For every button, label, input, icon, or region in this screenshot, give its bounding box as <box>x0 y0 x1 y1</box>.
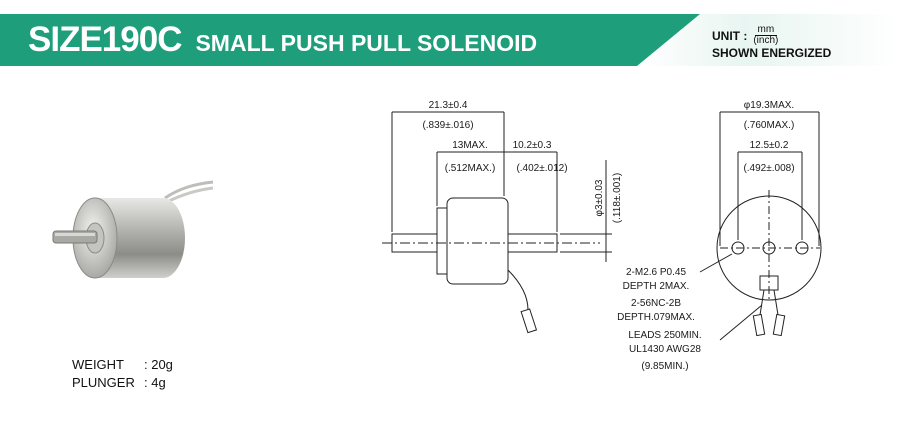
spec-key: PLUNGER <box>72 375 135 390</box>
spec-list: WEIGHT : 20g PLUNGER : 4g <box>72 356 173 392</box>
note-leads-1: LEADS 250MIN. <box>628 330 701 341</box>
side-lead-terminal <box>520 308 538 334</box>
side-body <box>446 197 509 285</box>
unit-fraction: mm (inch) <box>753 25 778 46</box>
dim-shaft-inch: (.118±.001) <box>612 173 623 223</box>
shown-energized-label: SHOWN ENERGIZED <box>712 46 832 60</box>
note-thread-2: DEPTH 2MAX. <box>623 281 690 292</box>
solenoid-photo <box>52 180 214 279</box>
spec-row-plunger: PLUNGER : 4g <box>72 374 173 392</box>
dim-stroke: 10.2±0.3 <box>513 140 552 151</box>
spec-value: : 20g <box>144 357 173 372</box>
note-leads-3: (9.85MIN.) <box>641 361 688 372</box>
unit-label: UNIT : <box>712 28 748 43</box>
leads-leader <box>719 304 763 341</box>
spec-key: WEIGHT <box>72 357 124 372</box>
dim-diameter: φ19.3MAX. <box>744 100 794 111</box>
note-leads-2: UL1430 AWG28 <box>629 344 701 355</box>
unit-mm: mm <box>754 25 778 36</box>
unit-legend: UNIT : mm (inch) SHOWN ENERGIZED <box>712 25 892 61</box>
dim-stroke-inch: (.402±.012) <box>516 163 567 174</box>
lead-exit <box>759 275 779 291</box>
note-thread-alt-2: DEPTH.079MAX. <box>617 312 695 323</box>
banner-fade <box>640 14 900 66</box>
dim-pitch-inch: (.492±.008) <box>743 163 794 174</box>
end-lead-terminal-left <box>752 313 766 337</box>
note-thread-1: 2-M2.6 P0.45 <box>626 267 686 278</box>
spec-value: : 4g <box>144 375 166 390</box>
end-lead-terminal-right <box>772 313 786 337</box>
spec-row-weight: WEIGHT : 20g <box>72 356 173 374</box>
unit-inch: (inch) <box>753 35 779 46</box>
dim-overall-inch: (.839±.016) <box>422 120 473 131</box>
dim-overall: 21.3±0.4 <box>429 100 468 111</box>
dim-body-inch: (.512MAX.) <box>445 163 496 174</box>
product-description: SMALL PUSH PULL SOLENOID <box>195 30 538 56</box>
side-flange <box>436 207 448 275</box>
side-lead-wire <box>507 269 529 311</box>
dim-pitch: 12.5±0.2 <box>750 140 789 151</box>
model-number: SIZE190C <box>28 20 182 59</box>
dim-diameter-inch: (.760MAX.) <box>744 120 795 131</box>
dim-shaft: φ3±0.03 <box>594 179 605 216</box>
end-lead-wires <box>759 289 779 316</box>
thread-leader <box>699 253 733 273</box>
page-title: SIZE190C SMALL PUSH PULL SOLENOID <box>28 20 537 60</box>
dim-body: 13MAX. <box>452 140 488 151</box>
title-banner <box>0 14 700 66</box>
note-thread-alt-1: 2-56NC-2B <box>631 298 681 309</box>
